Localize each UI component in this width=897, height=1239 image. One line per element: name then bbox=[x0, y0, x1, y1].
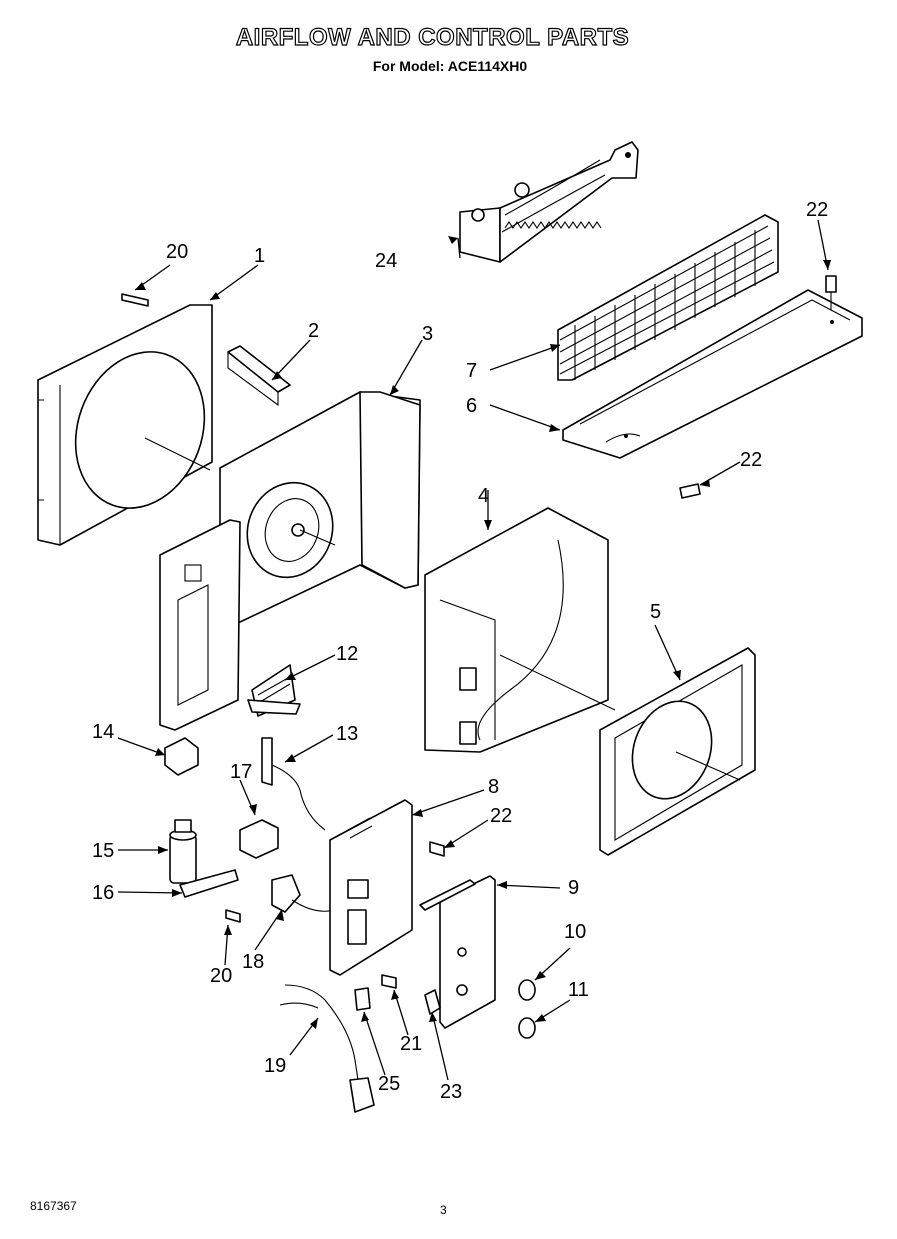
callout-16: 16 bbox=[92, 882, 114, 904]
callout-6: 6 bbox=[466, 395, 477, 417]
leader-lines bbox=[117, 219, 831, 1081]
callout-14: 14 bbox=[92, 721, 114, 743]
callout-15: 15 bbox=[92, 840, 114, 862]
callout-23: 23 bbox=[440, 1081, 462, 1103]
screw-22-bracket bbox=[429, 841, 445, 857]
callout-20-lower: 20 bbox=[210, 965, 232, 987]
callout-18: 18 bbox=[242, 951, 264, 973]
callout-11: 11 bbox=[568, 979, 589, 1001]
callout-22-bracket: 22 bbox=[490, 805, 512, 827]
callout-8: 8 bbox=[488, 776, 499, 798]
part-3-bulkhead bbox=[219, 391, 421, 623]
callout-19: 19 bbox=[264, 1055, 286, 1077]
callout-2: 2 bbox=[308, 320, 319, 342]
part-1-fan-shroud bbox=[37, 304, 213, 546]
callout-5: 5 bbox=[650, 601, 661, 623]
part-7-air-filter bbox=[557, 214, 779, 381]
callout-22-top: 22 bbox=[806, 199, 828, 221]
model-subtitle: For Model: ACE114XH0 bbox=[372, 58, 528, 74]
callout-17: 17 bbox=[230, 761, 252, 783]
screw-22-rail bbox=[679, 483, 701, 499]
screw-20-upper bbox=[121, 293, 149, 307]
part-24-heater-assembly bbox=[459, 141, 639, 263]
part-14-relay bbox=[164, 737, 199, 776]
callout-22-rail: 22 bbox=[740, 449, 762, 471]
part-16-capacitor-strap bbox=[179, 869, 239, 898]
screw-22-top bbox=[825, 275, 837, 310]
part-6-filter-rail bbox=[562, 289, 863, 459]
part-17-switch bbox=[239, 819, 279, 859]
part-15-capacitor bbox=[169, 819, 197, 884]
callout-9: 9 bbox=[568, 877, 579, 899]
part-5-front-frame bbox=[599, 647, 756, 856]
part-8-control-bracket bbox=[329, 799, 413, 976]
callout-labels: 20 1 2 3 24 22 7 6 22 4 5 12 13 14 17 8 … bbox=[92, 199, 828, 1103]
part-9-control-panel bbox=[419, 875, 496, 1029]
callout-20-upper: 20 bbox=[166, 241, 188, 263]
callout-4: 4 bbox=[478, 485, 489, 507]
callout-1: 1 bbox=[254, 245, 265, 267]
callout-25: 25 bbox=[378, 1073, 400, 1095]
page-title: AIRFLOW AND CONTROL PARTS bbox=[235, 23, 630, 51]
part-2-bracket bbox=[227, 345, 291, 407]
callout-24: 24 bbox=[375, 250, 397, 272]
callout-21: 21 bbox=[400, 1033, 422, 1055]
callout-3: 3 bbox=[422, 323, 433, 345]
part-18-thermostat bbox=[271, 874, 336, 913]
part-25-strain-relief bbox=[354, 987, 371, 1011]
callout-7: 7 bbox=[466, 360, 477, 382]
page-number: 3 bbox=[440, 1203, 447, 1217]
part-11-knob bbox=[518, 1017, 536, 1039]
part-12-terminal-block bbox=[247, 664, 301, 717]
part-4-scroll bbox=[424, 507, 616, 753]
part-13-wire-lead bbox=[261, 737, 326, 831]
screw-21 bbox=[381, 974, 397, 989]
callout-13: 13 bbox=[336, 723, 358, 745]
part-10-knob bbox=[518, 979, 536, 1001]
part-3-control-box bbox=[159, 519, 241, 731]
callout-10: 10 bbox=[564, 921, 586, 943]
document-number: 8167367 bbox=[30, 1199, 77, 1213]
part-19-power-cord bbox=[279, 984, 375, 1113]
screw-20-lower bbox=[225, 909, 241, 923]
part-23-clip bbox=[424, 989, 441, 1015]
callout-12: 12 bbox=[336, 643, 358, 665]
